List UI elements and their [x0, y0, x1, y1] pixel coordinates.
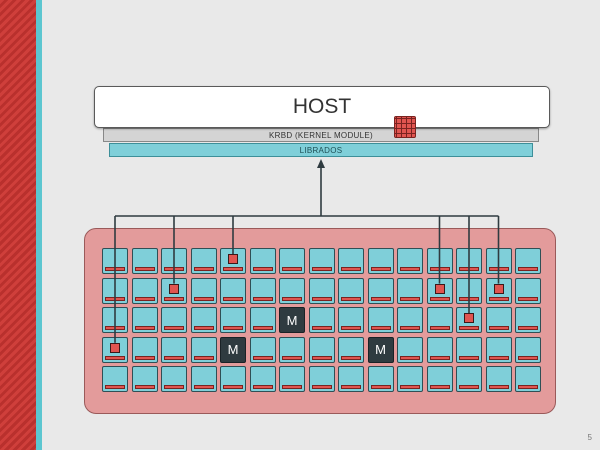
osd-node [220, 366, 246, 393]
host-title: HOST [292, 95, 352, 118]
librados-layer: LIBRADOS [109, 143, 533, 157]
osd-node [249, 366, 276, 393]
osd-node [102, 307, 128, 334]
data-object [493, 283, 504, 294]
osd-node [190, 277, 217, 304]
osd-node [190, 307, 217, 334]
osd-node [308, 307, 335, 334]
osd-node [161, 366, 187, 393]
osd-node [161, 307, 187, 334]
osd-node [367, 248, 394, 274]
decorative-stripe-band [0, 0, 36, 450]
osd-node [161, 248, 187, 274]
osd-node [279, 366, 305, 393]
osd-node [397, 366, 423, 393]
osd-node [485, 307, 512, 334]
accent-bar [36, 0, 42, 450]
osd-node [485, 248, 512, 274]
osd-node [131, 248, 158, 274]
osd-node [367, 277, 394, 304]
osd-node [456, 336, 482, 363]
uplink-arrowhead [317, 159, 325, 168]
monitor-node: M [220, 336, 246, 363]
osd-node [338, 336, 364, 363]
osd-node [338, 277, 364, 304]
osd-node [338, 248, 364, 274]
osd-node [426, 336, 453, 363]
monitor-node: M [367, 336, 394, 363]
osd-node [426, 307, 453, 334]
osd-node [308, 277, 335, 304]
host-box: HOST [94, 86, 550, 128]
page-number: 5 [587, 433, 592, 442]
osd-node [515, 248, 541, 274]
osd-node [220, 307, 246, 334]
osd-node [515, 277, 541, 304]
osd-node [456, 277, 482, 304]
osd-node [131, 366, 158, 393]
krbd-layer: KRBD (KERNEL MODULE) [103, 128, 539, 142]
osd-node [102, 277, 128, 304]
librados-label: LIBRADOS [299, 145, 343, 155]
image-grid-icon [394, 116, 416, 138]
krbd-label: KRBD (KERNEL MODULE) [269, 130, 373, 140]
osd-node [131, 277, 158, 304]
osd-node [161, 336, 187, 363]
osd-node [279, 248, 305, 274]
data-object [228, 254, 238, 264]
data-object [110, 342, 120, 353]
osd-node [190, 366, 217, 393]
osd-node [249, 277, 276, 304]
osd-node [367, 307, 394, 334]
osd-node [220, 277, 246, 304]
osd-node [485, 336, 512, 363]
osd-node [308, 336, 335, 363]
osd-node [102, 366, 128, 393]
osd-node [102, 248, 128, 274]
osd-node [190, 336, 217, 363]
osd-node [426, 248, 453, 274]
osd-node [249, 336, 276, 363]
osd-node [515, 366, 541, 393]
osd-node [515, 336, 541, 363]
osd-node [131, 307, 158, 334]
osd-node [279, 336, 305, 363]
osd-node [515, 307, 541, 334]
osd-node [131, 336, 158, 363]
osd-node [397, 277, 423, 304]
osd-node [190, 248, 217, 274]
osd-node [456, 366, 482, 393]
osd-node [308, 248, 335, 274]
data-object [434, 283, 445, 294]
osd-node [485, 366, 512, 393]
osd-node [338, 366, 364, 393]
osd-node [367, 366, 394, 393]
osd-node [397, 248, 423, 274]
osd-node [249, 307, 276, 334]
osd-node [397, 336, 423, 363]
osd-node [249, 248, 276, 274]
data-object [169, 283, 179, 294]
osd-node [397, 307, 423, 334]
osd-node [456, 248, 482, 274]
osd-node [279, 277, 305, 304]
data-object [464, 313, 474, 324]
osd-node [426, 366, 453, 393]
monitor-node: M [279, 307, 305, 334]
osd-node [308, 366, 335, 393]
osd-node [338, 307, 364, 334]
